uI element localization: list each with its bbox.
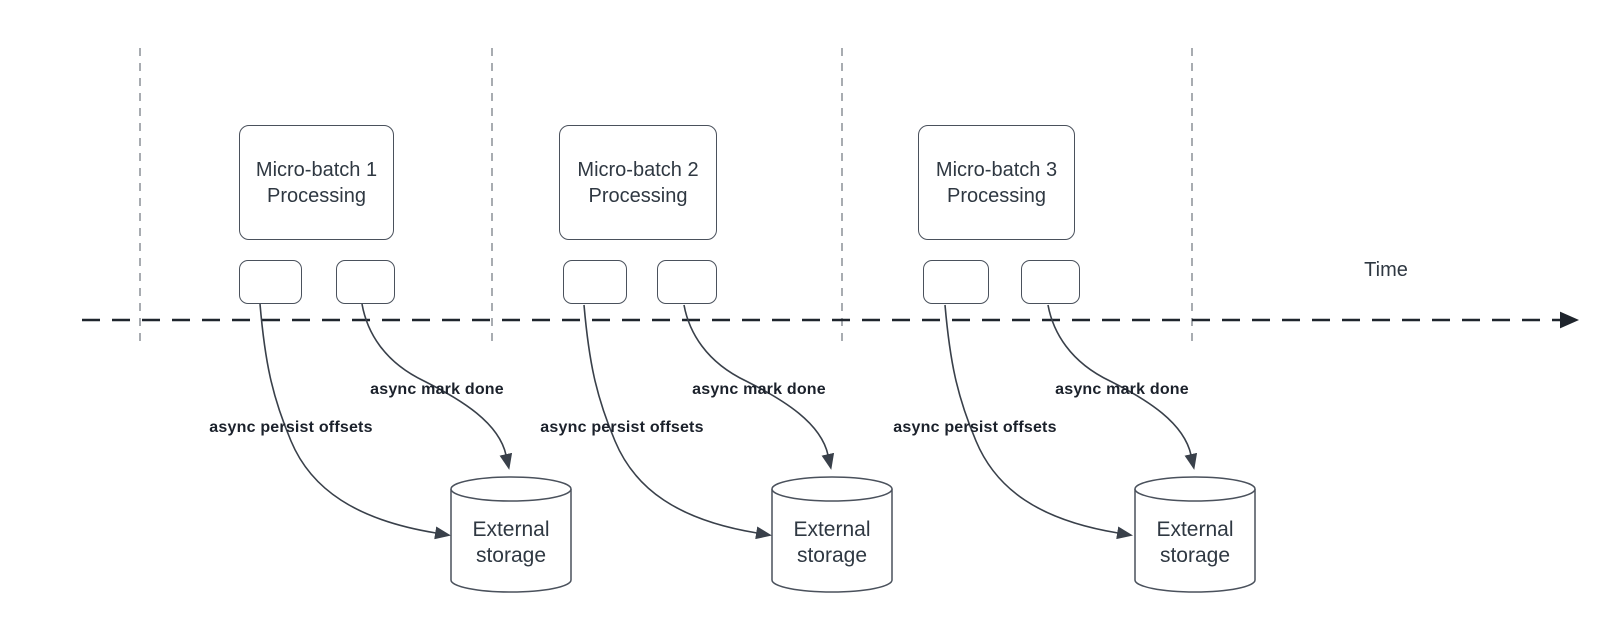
micro-batch-1-box: Micro-batch 1 Processing	[239, 125, 394, 240]
cylinder-body-2	[771, 489, 893, 593]
micro-batch-3-title: Micro-batch 3 Processing	[935, 158, 1058, 207]
mark-done-task-box-1	[336, 260, 395, 304]
micro-batch-2-box: Micro-batch 2 Processing	[559, 125, 717, 240]
mark-done-arrow-1	[361, 303, 513, 470]
cylinder-body-3	[1134, 489, 1256, 593]
persist-offsets-task-box-2	[563, 260, 627, 304]
persist-offsets-task-box-3	[923, 260, 989, 304]
persist-offsets-arrow-3	[944, 304, 1133, 540]
persist-offsets-task-box-1	[239, 260, 302, 304]
mark-done-arrow-3	[1047, 304, 1198, 470]
cylinder-body-1	[450, 489, 572, 593]
persist-offsets-arrow-2	[583, 304, 772, 540]
cylinder-top-3	[1134, 476, 1256, 502]
external-storage-cylinder-1	[450, 476, 572, 593]
cylinder-top-2	[771, 476, 893, 502]
mark-done-task-box-2	[657, 260, 717, 304]
time-axis-label: Time	[1364, 259, 1408, 281]
micro-batch-2-title: Micro-batch 2 Processing	[577, 158, 699, 207]
micro-batch-3-box: Micro-batch 3 Processing	[918, 125, 1075, 240]
mark-done-label-1: async mark done	[370, 381, 504, 398]
mark-done-label-3: async mark done	[1055, 381, 1189, 398]
persist-offsets-label-1: async persist offsets	[209, 419, 373, 436]
external-storage-label-3: External storage	[1156, 518, 1234, 567]
external-storage-cylinder-3	[1134, 476, 1256, 593]
micro-batch-1-title: Micro-batch 1 Processing	[255, 158, 378, 207]
external-storage-cylinder-2	[771, 476, 893, 593]
external-storage-label-2: External storage	[793, 518, 871, 567]
persist-offsets-label-3: async persist offsets	[893, 419, 1057, 436]
mark-done-task-box-3	[1021, 260, 1080, 304]
external-storage-label-1: External storage	[472, 518, 550, 567]
persist-offsets-arrow-1	[259, 303, 452, 540]
mark-done-arrow-2	[683, 304, 835, 470]
mark-done-label-2: async mark done	[692, 381, 826, 398]
cylinder-top-1	[450, 476, 572, 502]
persist-offsets-label-2: async persist offsets	[540, 419, 704, 436]
